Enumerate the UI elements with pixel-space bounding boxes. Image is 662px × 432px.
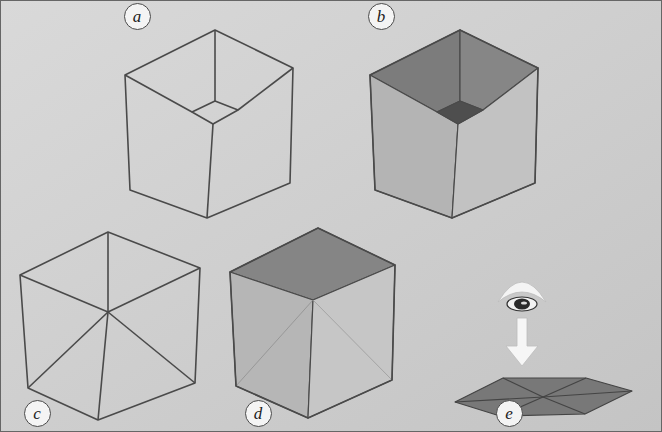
wireframe-cube: [20, 232, 200, 420]
panel-letter-circle: b: [368, 3, 395, 30]
panel-letter: b: [377, 8, 386, 25]
panel-letter: d: [254, 405, 263, 422]
panel-letter: c: [33, 405, 41, 422]
flat-hexagon: [455, 378, 632, 416]
panel-letter-circle: d: [245, 400, 272, 427]
panel-letter-circle: c: [24, 400, 51, 427]
shaded-box: [370, 30, 538, 218]
panel-letter: a: [133, 8, 142, 25]
panel-letter: e: [505, 405, 513, 422]
wireframe-box: [125, 30, 293, 218]
shaded-cube: [230, 228, 395, 418]
eye-symbol: [498, 282, 546, 311]
panel-letter-circle: a: [124, 3, 151, 30]
panel-letter-circle: e: [496, 400, 523, 427]
view-arrow: [506, 318, 538, 366]
